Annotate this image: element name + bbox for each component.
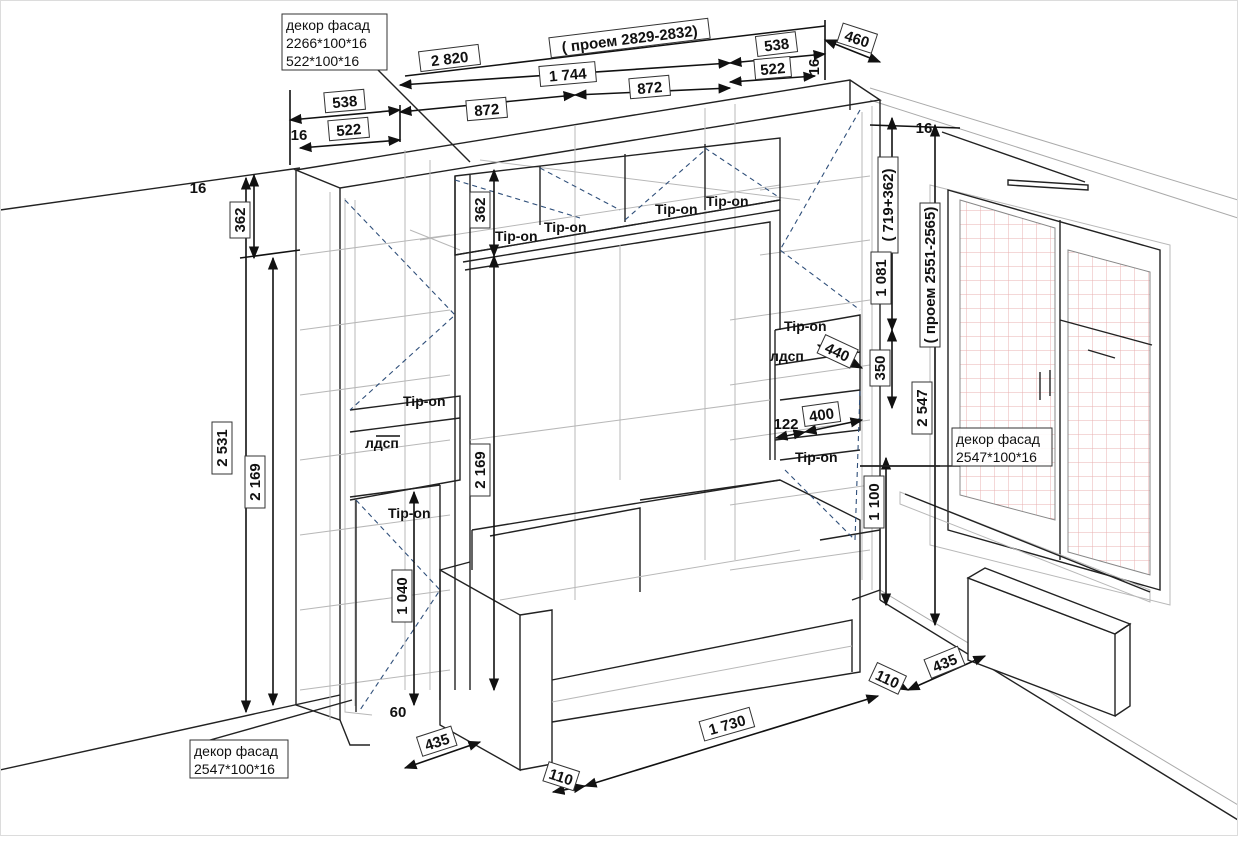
- dim-872-right-text: 872: [637, 79, 663, 98]
- dim-60-text: 60: [390, 704, 407, 721]
- dim-362-left: 362: [229, 201, 251, 239]
- dim-1040: 1 040: [391, 569, 413, 623]
- dim-1100-text: 1 100: [866, 483, 883, 521]
- dim-872-left: 872: [465, 96, 508, 122]
- dim-1744: 1 744: [538, 61, 597, 87]
- dim-2547: 2 547: [911, 381, 933, 435]
- dim-2547-text: 2 547: [914, 389, 931, 427]
- tipon-labels: Tip-on Tip-on Tip-on Tip-on Tip-on Tip-o…: [365, 193, 838, 521]
- tipon-label-1: Tip-on: [495, 228, 538, 244]
- dim-2531-text: 2 531: [214, 429, 231, 467]
- callout-right: декор фасад 2547*100*16: [951, 427, 1053, 467]
- callout-leaders: [195, 61, 960, 745]
- callout-top-line1: 2266*100*16: [286, 35, 367, 51]
- dim-872-right: 872: [628, 74, 671, 100]
- dim-460: 460: [836, 22, 879, 54]
- dim-2531: 2 531: [211, 421, 233, 475]
- dim-538-left: 538: [323, 88, 366, 114]
- callout-right-line1: 2547*100*16: [956, 449, 1037, 465]
- callout-bottom-line1: 2547*100*16: [194, 761, 275, 777]
- callout-right-title: декор фасад: [956, 431, 1040, 447]
- dim-522-top-text: 522: [760, 60, 786, 79]
- dim-16-left: 16: [291, 127, 308, 144]
- dim-522-left-text: 522: [336, 121, 362, 140]
- callout-top-line2: 522*100*16: [286, 53, 359, 69]
- dim-522-top: 522: [753, 55, 792, 81]
- dim-height-split-text: ( 719+362): [880, 169, 897, 242]
- callout-bottom: декор фасад 2547*100*16: [189, 739, 289, 779]
- tipon-label-4: Tip-on: [706, 193, 749, 209]
- dim-1744-text: 1 744: [548, 65, 588, 85]
- dim-435-right: 435: [923, 645, 966, 679]
- tipon-label-3: Tip-on: [655, 201, 698, 217]
- dim-538-top: 538: [754, 31, 799, 57]
- tipon-label-2: Tip-on: [544, 219, 587, 235]
- dim-440: 440: [816, 334, 859, 369]
- dim-400-text: 400: [808, 405, 835, 425]
- dim-350-text: 350: [872, 355, 889, 380]
- dim-460-text: 460: [842, 28, 871, 52]
- dim-350: 350: [869, 349, 891, 387]
- dim-362-left-text: 362: [232, 207, 249, 232]
- dim-1100: 1 100: [863, 475, 885, 529]
- dim-435-left-text: 435: [423, 731, 452, 755]
- dim-110-bottom: 110: [542, 761, 581, 792]
- ldsp-label-right: лдсп: [770, 348, 804, 364]
- dim-total-width-text: 2 820: [430, 49, 469, 70]
- dim-110-bottom-text: 110: [547, 766, 575, 790]
- ldsp-label-left: лдсп: [365, 435, 399, 451]
- dim-538-top-text: 538: [763, 36, 790, 56]
- dim-16-left-text: 16: [291, 127, 308, 144]
- dim-16-corner: 16: [190, 180, 207, 197]
- callout-top: декор фасад 2266*100*16 522*100*16: [281, 13, 388, 71]
- dim-872-left-text: 872: [474, 101, 500, 120]
- dim-opening: ( проем 2829-2832): [548, 17, 711, 59]
- dim-60: 60: [390, 704, 407, 721]
- dim-1081-text: 1 081: [873, 259, 890, 297]
- dim-400: 400: [801, 401, 842, 428]
- dim-522-left: 522: [327, 116, 370, 142]
- dim-2169-mid-text: 2 169: [472, 451, 489, 489]
- dim-16-right: 16: [916, 120, 933, 137]
- dim-1081: 1 081: [870, 251, 892, 305]
- tipon-label-5: Tip-on: [784, 318, 827, 334]
- dim-total-width: 2 820: [417, 43, 482, 73]
- dim-16-top: 16: [806, 59, 823, 76]
- dim-2169-left-text: 2 169: [247, 463, 264, 501]
- tipon-label-8: Tip-on: [388, 505, 431, 521]
- dim-435-left: 435: [415, 725, 458, 757]
- callout-bottom-title: декор фасад: [194, 743, 278, 759]
- dim-room-height-text: ( проем 2551-2565): [922, 207, 939, 344]
- dim-room-height: ( проем 2551-2565): [919, 202, 941, 348]
- dim-362-mid-text: 362: [472, 197, 489, 222]
- dim-1040-text: 1 040: [394, 577, 411, 615]
- tipon-label-7: Tip-on: [795, 449, 838, 465]
- dim-16-right-text: 16: [916, 120, 933, 137]
- radiator: [966, 567, 1132, 718]
- dim-2169-left: 2 169: [244, 455, 266, 509]
- dimension-lines: [239, 20, 987, 795]
- dim-110-right: 110: [868, 661, 908, 695]
- tipon-label-6: Tip-on: [403, 393, 446, 409]
- dim-122: 122: [773, 416, 798, 433]
- dim-538-left-text: 538: [332, 93, 358, 112]
- dim-height-split: ( 719+362): [877, 156, 899, 254]
- callout-top-title: декор фасад: [286, 17, 370, 33]
- dim-2169-mid: 2 169: [469, 443, 491, 497]
- dim-122-text: 122: [773, 416, 798, 433]
- dim-362-mid: 362: [469, 191, 491, 229]
- dim-16-top-text: 16: [806, 59, 823, 76]
- dim-16-corner-text: 16: [190, 180, 207, 197]
